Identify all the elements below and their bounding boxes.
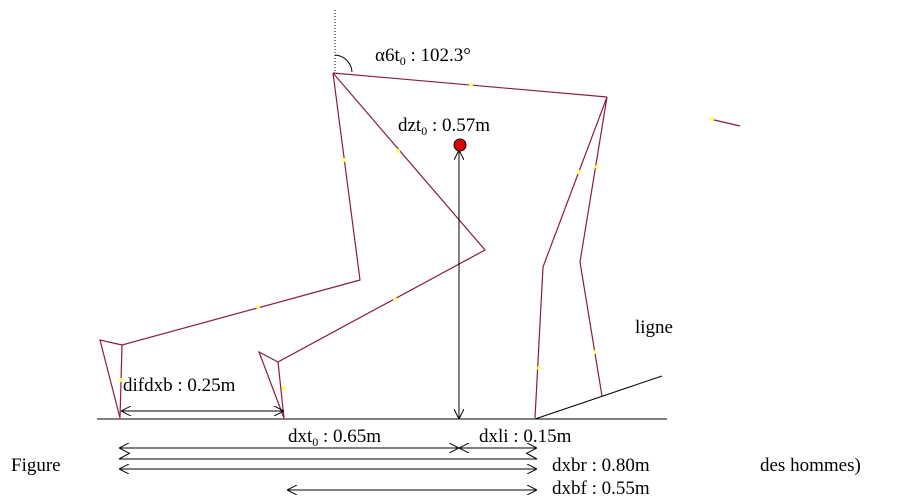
angle-arc [334, 54, 353, 73]
dzt-label: dzt0 : 0.57m [398, 115, 490, 138]
joint-dot [393, 297, 397, 301]
dxbr-label: dxbr : 0.80m [552, 455, 650, 476]
dxt-label: dxt0 : 0.65m [288, 426, 381, 449]
joint-dots [119, 83, 714, 390]
joint-dot [469, 83, 473, 87]
joint-dot [396, 149, 400, 153]
figure-caption-left: Figure [11, 455, 61, 476]
dxli-label: dxli : 0.15m [479, 426, 572, 447]
detached-segment [709, 118, 741, 127]
joint-dot [256, 305, 260, 309]
joint-dot [119, 378, 123, 382]
left-leg-segment [99, 72, 361, 419]
right-leg-segment [534, 96, 608, 419]
joint-dot [577, 170, 581, 174]
figure-caption-right: des hommes) [760, 455, 861, 476]
joint-dot [282, 386, 286, 390]
joint-dot [342, 158, 346, 162]
joint-dot [537, 366, 541, 370]
ligne-line [534, 375, 663, 420]
dxbr-arrow-tip-upper [118, 452, 131, 460]
joint-dot [595, 165, 599, 169]
difdxb-label: difdxb : 0.25m [123, 375, 236, 396]
ligne-label: ligne [635, 317, 673, 338]
angle-label: α6t0 : 102.3° [375, 45, 471, 68]
joint-dot [593, 350, 597, 354]
center-of-mass-point [453, 138, 467, 152]
dxbf-label: dxbf : 0.55m [552, 478, 650, 499]
joint-dot [710, 117, 714, 121]
dxbr-arrow-tip-upper-right [525, 452, 538, 460]
